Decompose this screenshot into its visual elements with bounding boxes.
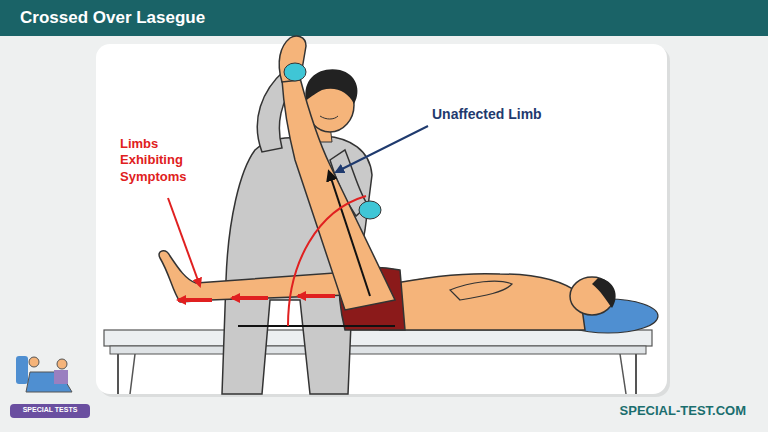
panel bbox=[96, 44, 667, 394]
patient bbox=[159, 36, 658, 333]
watermark: SPECIAL-TEST.COM bbox=[620, 403, 746, 418]
angle-arc bbox=[288, 196, 366, 326]
leader-line bbox=[336, 126, 428, 172]
leader-line bbox=[168, 198, 200, 286]
logo bbox=[10, 356, 90, 418]
symptom-arrows bbox=[178, 296, 335, 300]
callout-label: Unaffected Limb bbox=[432, 106, 542, 122]
logo-text: SPECIAL TESTS bbox=[12, 406, 88, 413]
leg-axis-arrow bbox=[330, 175, 370, 296]
header-bar bbox=[0, 0, 768, 36]
exam-table bbox=[104, 330, 652, 394]
page-title: Crossed Over Lasegue bbox=[20, 8, 205, 28]
baseline bbox=[238, 325, 395, 327]
callout-label: Limbs Exhibiting Symptoms bbox=[120, 136, 212, 185]
